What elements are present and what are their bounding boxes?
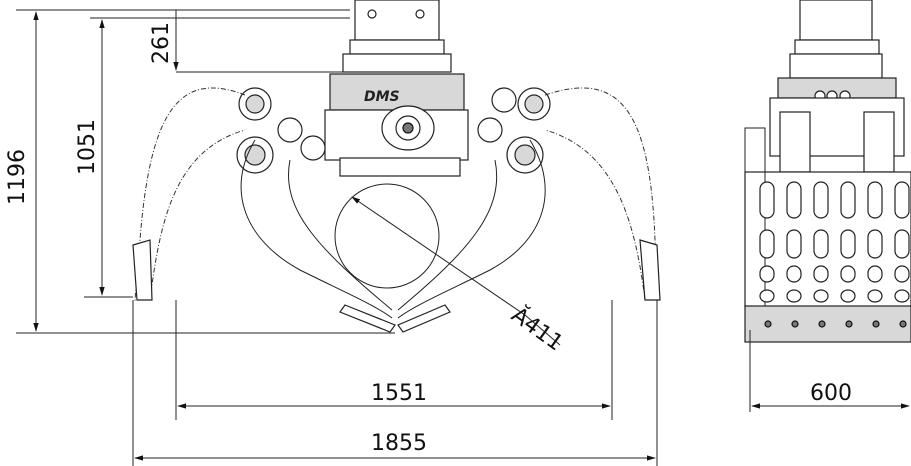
slot [840,265,856,283]
slot [894,265,910,283]
slot [813,265,829,283]
slot [867,181,883,219]
log-circle [334,183,440,289]
slot [759,181,775,219]
bolt-hole [845,320,853,328]
outer-width-label: 1855 [371,431,427,456]
bolt-hole [764,320,772,328]
slot [759,289,775,303]
bolt-hole [872,320,880,328]
slot [867,289,883,303]
slot [786,265,802,283]
slot [786,289,802,303]
slot [894,181,910,219]
left-jaw-closed [240,139,393,319]
pivot-bosses [236,87,551,174]
slot [894,289,910,303]
slot [894,229,910,259]
slot [840,181,856,219]
side-slot-grid [759,181,910,328]
slot [840,229,856,259]
bolt-hole [818,320,826,328]
slot [813,289,829,303]
dms-logo: DMS [364,89,400,105]
right-jaw-closed [397,139,546,319]
front-view: DMS [132,0,661,356]
side-dimensions: 600 [749,330,910,412]
inner-width-label: 1551 [371,381,427,406]
slot [759,229,775,259]
slot [813,181,829,219]
slot [786,229,802,259]
rotator-height-label: 261 [149,22,174,64]
bolt-hole [791,320,799,328]
slot [867,265,883,283]
bolt-hole [899,320,907,328]
slot [840,289,856,303]
diameter-label: Ă411 [506,301,568,356]
height-jaw-label: 1051 [75,119,100,175]
front-dimensions: 1196 1051 261 1551 1855 [5,9,658,466]
left-jaw-open [134,87,246,301]
slot [759,265,775,283]
slot [867,229,883,259]
slot [786,181,802,219]
side-width-label: 600 [810,381,852,406]
rotator-head: DMS [324,0,469,177]
height-total-label: 1196 [5,149,30,205]
slot [813,229,829,259]
